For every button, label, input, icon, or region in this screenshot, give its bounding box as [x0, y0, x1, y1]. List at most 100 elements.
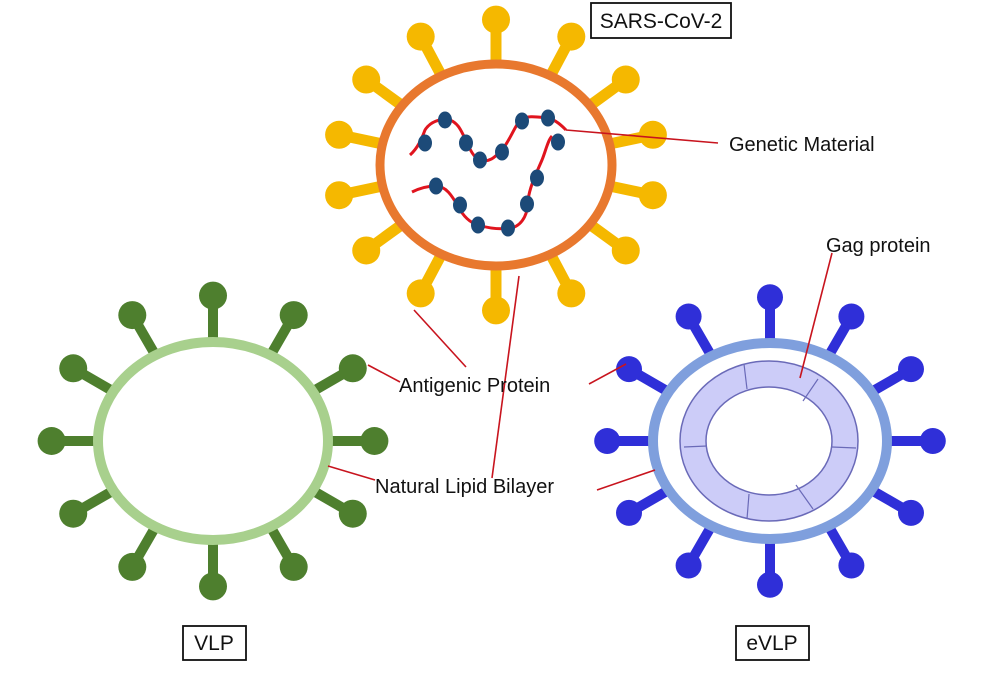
sars-spike-stalk	[369, 80, 406, 111]
gag-protein-shell	[679, 360, 859, 522]
nucleotide	[459, 134, 473, 152]
evlp-spike-stalk	[688, 523, 716, 562]
nucleotide	[473, 151, 487, 169]
evlp-spike-stalk	[633, 368, 672, 397]
leader-genetic-material	[565, 129, 719, 144]
vlp-spike	[199, 281, 227, 342]
evlp-spike-stalk	[633, 485, 672, 514]
sars-spike-stalk	[608, 180, 646, 199]
sars-cov-2-title-box: SARS-CoV-2	[590, 2, 732, 39]
vlp-spike-stalk	[132, 524, 160, 563]
sars-spike-stalk	[545, 251, 573, 289]
evlp-spike-stalk	[688, 320, 716, 359]
sars-spike-head	[611, 65, 640, 94]
vlp-spike	[310, 354, 367, 396]
evlp-spike-head	[675, 552, 702, 579]
evlp-spike	[675, 303, 716, 359]
sars-spike	[545, 251, 586, 308]
vlp-spike-head	[118, 301, 147, 330]
evlp-spike-head	[838, 552, 865, 579]
leader-bilayer-vlp	[327, 465, 376, 481]
gag-protein-label: Gag protein	[826, 235, 931, 257]
sars-lipid-bilayer	[375, 59, 617, 271]
vlp-spike-stalk	[266, 524, 294, 563]
vlp-spike-stalk	[77, 486, 116, 514]
evlp-spike	[757, 284, 783, 343]
evlp-spike-head	[594, 428, 621, 454]
nucleotide	[471, 216, 485, 234]
nucleotide	[453, 196, 467, 214]
evlp-spike	[868, 485, 924, 526]
nucleotide	[495, 143, 509, 161]
sars-spike-head	[638, 181, 667, 210]
evlp-spike-head	[838, 303, 865, 330]
vlp-lipid-bilayer	[93, 337, 333, 545]
sars-spike-stalk	[545, 41, 573, 79]
nucleotide	[418, 134, 432, 152]
vlp-particle	[37, 281, 389, 601]
vlp-spike-head	[338, 499, 367, 528]
evlp-spike-head	[757, 284, 783, 311]
vlp-spike-head	[118, 552, 147, 581]
evlp-spike-head	[757, 571, 783, 598]
sars-spike-stalk	[586, 219, 623, 250]
evlp-spike-head	[897, 499, 924, 526]
vlp-spike-stalk	[266, 319, 294, 358]
leader-gag-protein	[799, 252, 833, 379]
sars-spike-stalk	[608, 131, 646, 150]
sars-spike-head	[325, 120, 354, 149]
vlp-spike-head	[279, 301, 308, 330]
sars-spike-head	[638, 120, 667, 149]
sars-spike	[352, 65, 406, 111]
vlp-spike	[199, 540, 227, 601]
leader-antigenic-evlp	[588, 363, 627, 385]
vlp-spike-head	[279, 552, 308, 581]
evlp-spike	[616, 485, 672, 526]
antigenic-protein-label: Antigenic Protein	[399, 375, 550, 397]
sars-spike-head	[406, 22, 435, 51]
sars-spike	[608, 120, 667, 150]
vlp-spike	[266, 524, 308, 581]
vlp-spike	[328, 427, 389, 455]
sars-spike-head	[557, 279, 586, 308]
evlp-spike	[616, 356, 672, 397]
vlp-spike-stalk	[310, 486, 349, 514]
nucleotides	[418, 109, 565, 237]
sars-spike-head	[611, 236, 640, 265]
vlp-title: VLP	[194, 632, 234, 655]
sars-spike-head	[406, 279, 435, 308]
leader-lines	[327, 129, 833, 491]
sars-spike	[586, 65, 640, 111]
genetic-material-label: Genetic Material	[729, 134, 875, 156]
sars-spike-head	[482, 296, 510, 325]
vlp-spike-head	[37, 427, 66, 455]
vlp-spike-proteins	[37, 281, 389, 601]
nucleotide	[530, 169, 544, 187]
sars-spike	[482, 266, 510, 325]
sars-spike	[406, 251, 447, 308]
sars-spike	[545, 22, 586, 79]
evlp-spike	[824, 303, 865, 359]
evlp-spike-stalk	[824, 523, 852, 562]
evlp-title-box: eVLP	[735, 625, 810, 661]
evlp-spike-stalk	[868, 368, 907, 397]
gag-segment-dividers	[683, 363, 857, 520]
evlp-spike	[824, 523, 865, 579]
evlp-spike-head	[919, 428, 946, 454]
leader-bilayer-sars	[491, 275, 520, 479]
evlp-spike	[675, 523, 716, 579]
vlp-spike	[118, 301, 160, 358]
vlp-spike-stalk	[310, 368, 349, 396]
sars-spike-head	[325, 181, 354, 210]
sars-genetic-material	[408, 109, 568, 237]
evlp-spike-head	[897, 356, 924, 383]
sars-spike-head	[352, 236, 381, 265]
evlp-spike-stalk	[824, 320, 852, 359]
vlp-spike	[266, 301, 308, 358]
lipid-bilayer-label: Natural Lipid Bilayer	[375, 476, 554, 498]
evlp-spike	[868, 356, 924, 397]
vlp-spike-head	[360, 427, 389, 455]
sars-spike-head	[557, 22, 586, 51]
evlp-spike-stalk	[868, 485, 907, 514]
vlp-spike-head	[199, 572, 227, 601]
